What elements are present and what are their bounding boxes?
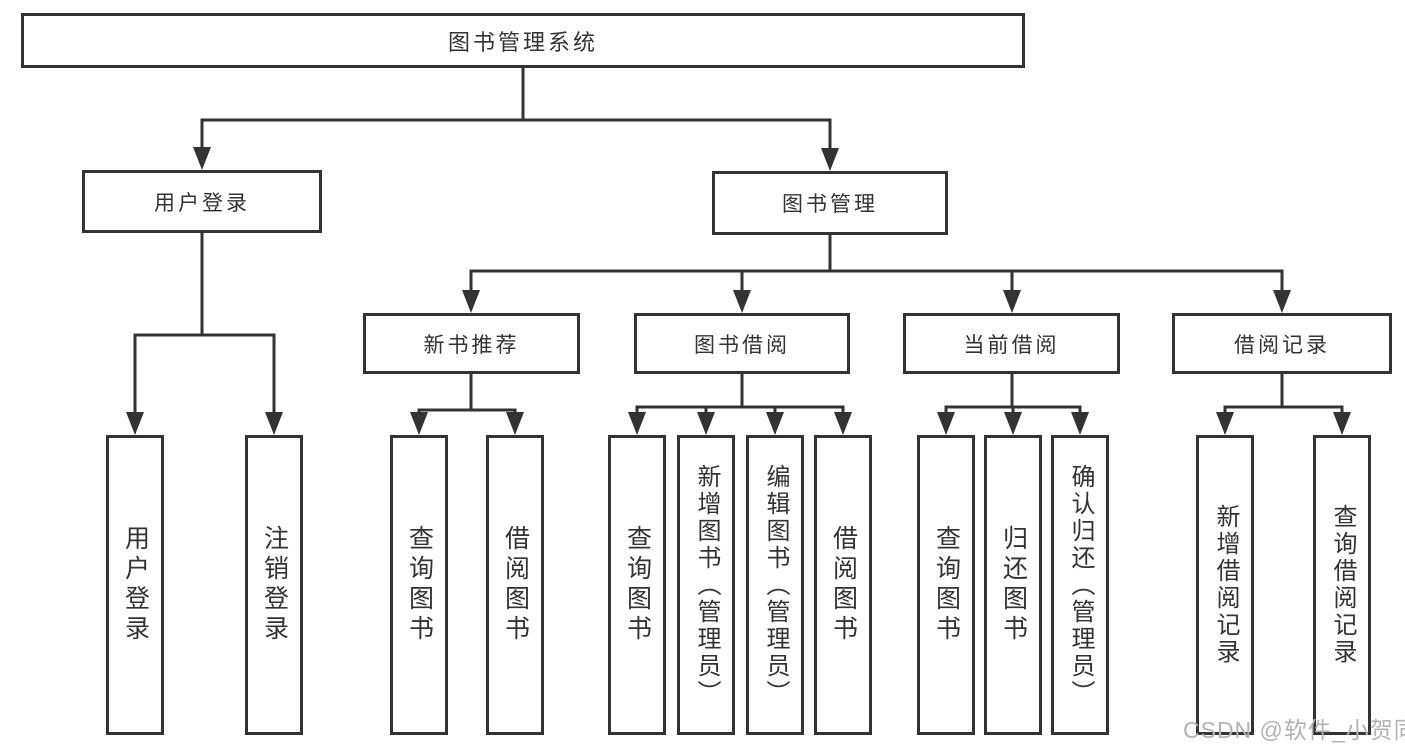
node-new-book-recommend: 新书推荐 [363,313,580,374]
leaf-logout: 注销登录 [245,435,303,735]
leaf-edit-book-admin: 编辑图书（管理员） [746,435,804,735]
leaf-query-books-borrowing: 查询图书 [608,435,666,735]
leaf-user-login: 用户登录 [106,435,164,735]
leaf-return-book: 归还图书 [984,435,1042,735]
leaf-edit-book-admin-label: 编辑图书（管理员） [762,463,789,707]
leaf-logout-label: 注销登录 [260,525,289,645]
node-book-management: 图书管理 [712,171,948,235]
leaf-add-borrow-record-label: 新增借阅记录 [1212,504,1239,666]
leaf-borrow-books-recommend: 借阅图书 [486,435,544,735]
leaf-query-books-recommend-label: 查询图书 [405,525,434,645]
leaf-query-books-current: 查询图书 [917,435,975,735]
leaf-add-borrow-record: 新增借阅记录 [1196,435,1254,735]
leaf-query-books-borrowing-label: 查询图书 [623,525,652,645]
leaf-borrow-books-borrowing: 借阅图书 [814,435,872,735]
leaf-borrow-books-recommend-label: 借阅图书 [501,525,530,645]
leaf-user-login-label: 用户登录 [121,525,150,645]
leaf-add-book-admin-label: 新增图书（管理员） [693,463,720,707]
node-current-borrowing: 当前借阅 [903,313,1120,374]
leaf-confirm-return-admin: 确认归还（管理员） [1051,435,1109,735]
node-user-login: 用户登录 [82,170,322,233]
node-library-management-system: 图书管理系统 [21,13,1025,68]
leaf-query-borrow-record: 查询借阅记录 [1313,435,1371,735]
watermark-text: CSDN @软件_小贺同学 [1183,717,1405,743]
leaf-query-borrow-record-label: 查询借阅记录 [1329,504,1356,666]
leaf-add-book-admin: 新增图书（管理员） [677,435,735,735]
tree-edges [133,68,1344,413]
arrowhead-icons [126,147,1351,435]
leaf-confirm-return-admin-label: 确认归还（管理员） [1067,463,1094,707]
leaf-query-books-recommend: 查询图书 [390,435,448,735]
node-book-borrowing: 图书借阅 [634,313,850,374]
leaf-query-books-current-label: 查询图书 [932,525,961,645]
node-borrowing-records: 借阅记录 [1172,313,1392,374]
leaf-return-book-label: 归还图书 [999,525,1028,645]
leaf-borrow-books-borrowing-label: 借阅图书 [829,525,858,645]
